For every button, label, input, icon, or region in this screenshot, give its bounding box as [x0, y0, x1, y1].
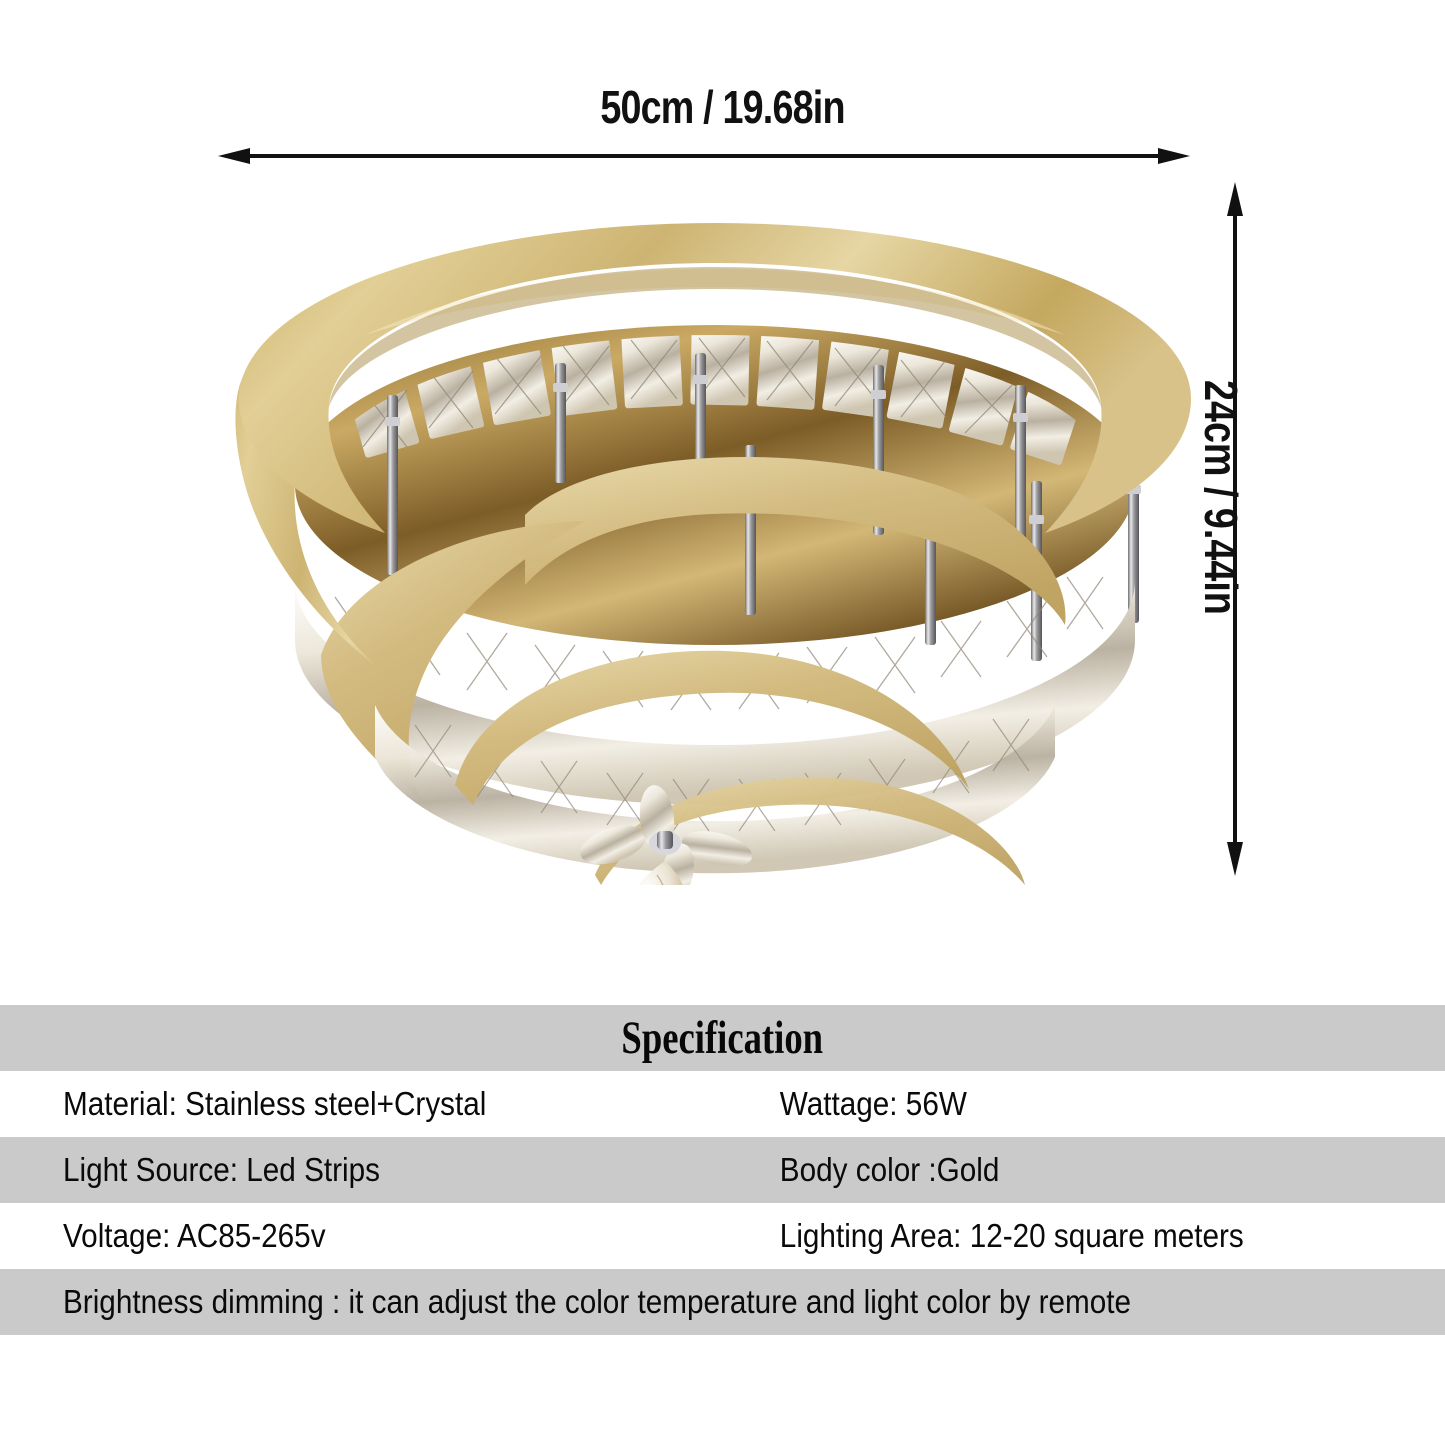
spec-wattage-label: Wattage: 56W — [779, 1085, 967, 1122]
table-row-full: Brightness dimming : it can adjust the c… — [0, 1269, 1445, 1335]
table-row: Light Source: Led Strips Body color :Gol… — [0, 1137, 1445, 1203]
crystal-ring-upper — [346, 335, 1082, 465]
spec-body-color-label: Body color :Gold — [779, 1151, 1000, 1188]
width-dimension-arrow — [218, 148, 1190, 164]
width-dimension-label: 50cm / 19.68in — [600, 81, 845, 133]
specification-header: Specification — [0, 1005, 1445, 1071]
spec-lighting-area-label: Lighting Area: 12-20 square meters — [779, 1217, 1244, 1254]
table-row: Material: Stainless steel+Crystal Wattag… — [0, 1071, 1445, 1137]
crystal-ring-lower — [375, 650, 1055, 885]
crystal-pendant-drop — [580, 785, 753, 885]
product-image-ceiling-lamp — [225, 185, 1205, 885]
specification-title: Specification — [621, 1012, 824, 1064]
spec-voltage-label: Voltage: AC85-265v — [63, 1217, 326, 1254]
spec-brightness-dimming-label: Brightness dimming : it can adjust the c… — [63, 1283, 1132, 1320]
height-dimension-arrow — [1227, 182, 1243, 876]
spec-light-source-label: Light Source: Led Strips — [63, 1151, 380, 1188]
table-row: Voltage: AC85-265v Lighting Area: 12-20 … — [0, 1203, 1445, 1269]
specification-table: Specification Material: Stainless steel+… — [0, 1005, 1445, 1335]
lamp-outer-rim — [235, 223, 1191, 665]
spec-material-label: Material: Stainless steel+Crystal — [63, 1085, 487, 1122]
